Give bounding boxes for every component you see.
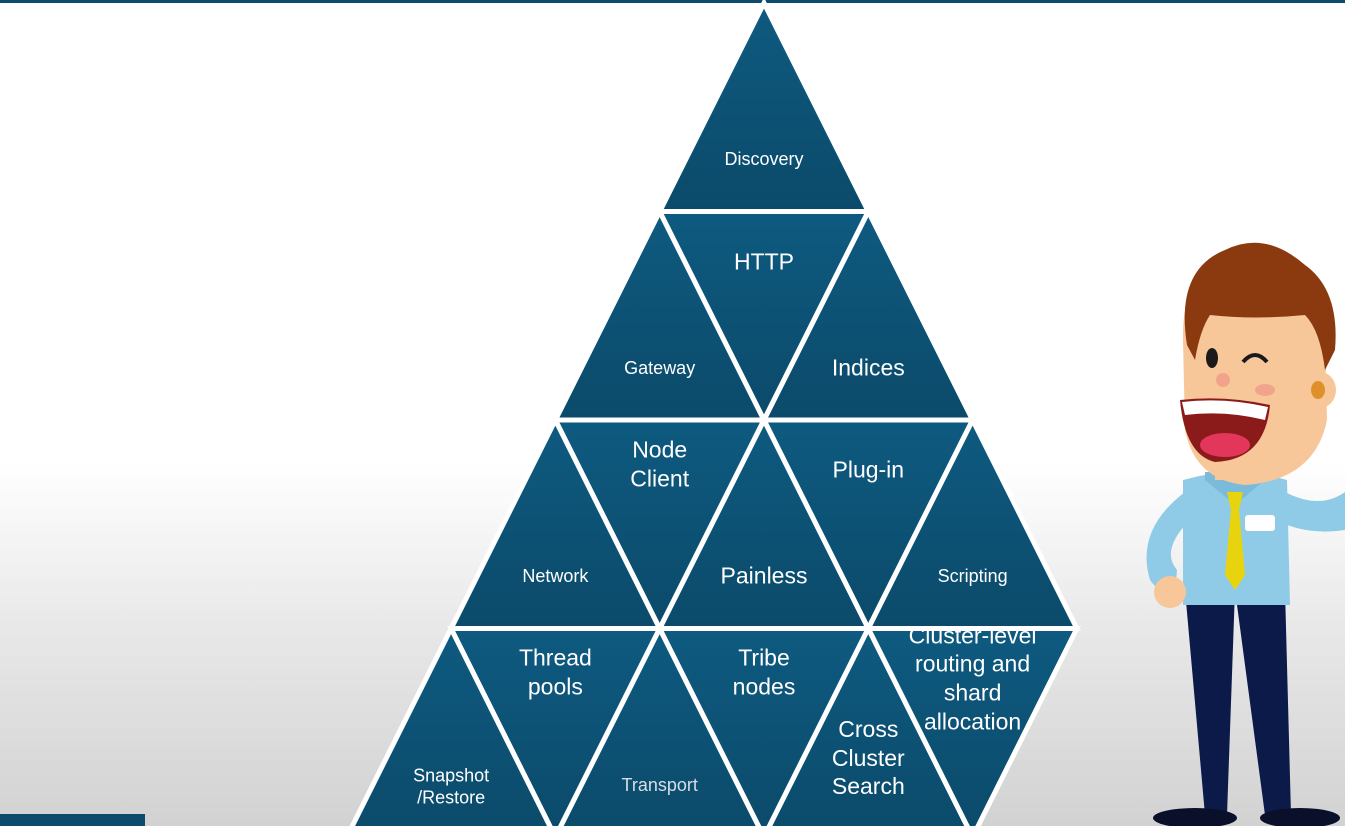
pyramid-label-painless: Painless xyxy=(720,563,808,589)
pyramid-label-indices: Indices xyxy=(831,354,905,381)
pyramid-tile-discovery xyxy=(655,0,873,214)
pyramid-label-cross-cluster-search: Cross Cluster Search xyxy=(831,715,905,800)
pyramid-label-transport: Transport xyxy=(621,774,698,795)
cartoon-businessman-icon xyxy=(1146,242,1345,826)
pyramid-label-network: Network xyxy=(522,566,589,587)
top-accent-bar xyxy=(0,0,1345,3)
pyramid-tile-cluster-level-routing xyxy=(864,626,1081,826)
pyramid-label-snapshot-restore: Snapshot /Restore xyxy=(413,765,490,808)
pyramid-label-cluster-level-routing: Cluster-level routing and shard allocati… xyxy=(908,622,1037,735)
pyramid-label-scripting: Scripting xyxy=(937,566,1008,587)
pyramid-label-discovery: Discovery xyxy=(724,149,804,170)
pyramid-label-node-client: Node Client xyxy=(630,436,690,491)
pyramid-label-plug-in: Plug-in xyxy=(832,456,905,483)
pyramid-label-http: HTTP xyxy=(733,248,795,275)
pyramid-label-tribe-nodes: Tribe nodes xyxy=(732,644,796,700)
corner-accent-block xyxy=(0,814,145,826)
pyramid-label-thread-pools: Thread pools xyxy=(518,644,592,700)
pyramid-label-gateway: Gateway xyxy=(624,357,696,378)
